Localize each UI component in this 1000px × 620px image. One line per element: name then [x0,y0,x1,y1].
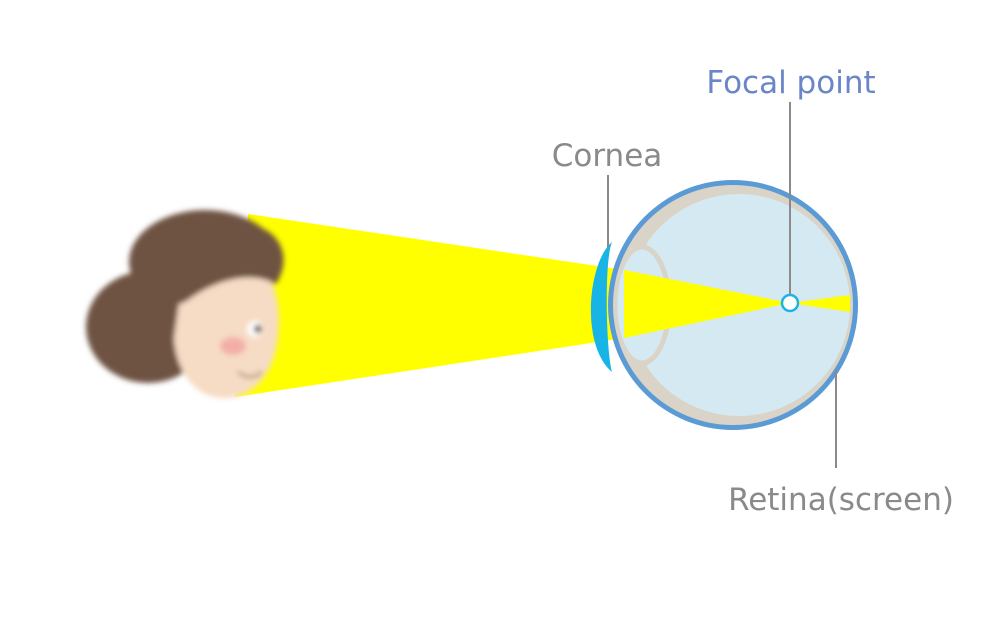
retina-label: Retina(screen) [728,482,954,518]
focal-point-marker [780,293,800,313]
eyeball-icon [590,180,858,430]
focal-point-label: Focal point [706,65,875,101]
light-beam-inside-eye [624,270,790,338]
light-beam [235,214,790,397]
cornea-shape [590,242,612,372]
person-head-icon [86,210,284,399]
cornea-label: Cornea [552,138,663,174]
light-beam-past-focus [790,295,850,312]
